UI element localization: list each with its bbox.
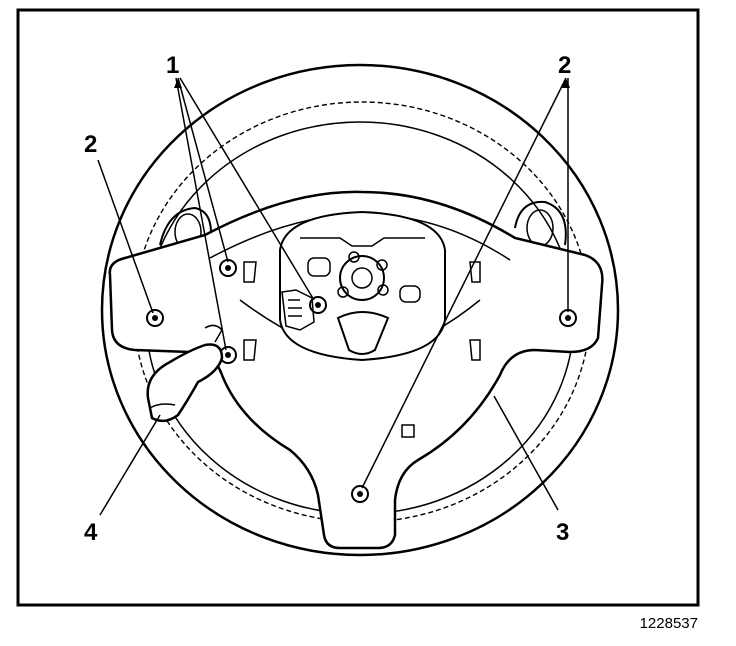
callout-2-right: 2	[558, 52, 571, 79]
bolt-bottom-spoke	[351, 485, 369, 503]
callout-1: 1	[166, 52, 179, 79]
callout-3: 3	[556, 519, 569, 546]
figure-id: 1228537	[640, 615, 698, 632]
bolt-hub	[309, 296, 327, 314]
spoke-slots	[243, 261, 481, 438]
bolt-left-spoke	[146, 309, 164, 327]
spoke-plate	[108, 190, 604, 550]
callout-4: 4	[84, 519, 98, 546]
leader-lines	[97, 77, 570, 516]
callout-2-left: 2	[84, 131, 97, 158]
paddle-shifter	[146, 324, 224, 423]
steering-hub	[279, 210, 446, 362]
